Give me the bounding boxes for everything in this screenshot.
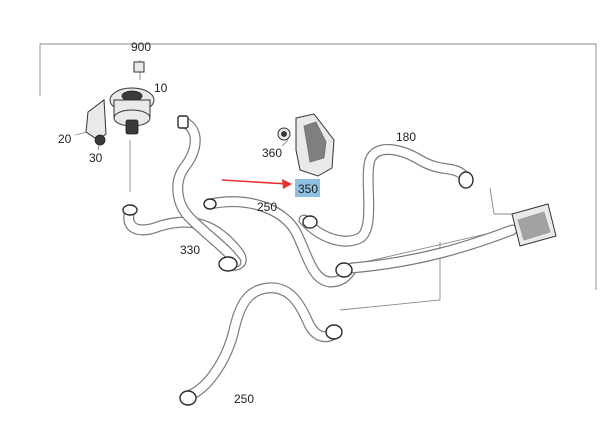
clamp — [302, 215, 318, 229]
clamp — [458, 171, 474, 189]
label-250-upper: 250 — [257, 200, 277, 214]
hose-180[interactable] — [298, 143, 468, 247]
clamp — [218, 256, 238, 272]
hose-250-upper[interactable] — [204, 196, 358, 288]
label-250-lower: 250 — [234, 392, 254, 406]
nut-30 — [94, 134, 106, 146]
clamps — [122, 115, 474, 406]
clamp — [122, 204, 138, 216]
hose-250-lower[interactable] — [182, 282, 340, 402]
bracket-350[interactable] — [295, 113, 335, 177]
label-180: 180 — [396, 130, 416, 144]
label-20: 20 — [58, 132, 72, 146]
clamp — [203, 198, 217, 210]
label-10: 10 — [154, 81, 168, 95]
clamp — [179, 390, 197, 406]
water-pump-10[interactable] — [85, 61, 155, 146]
label-360: 360 — [262, 146, 282, 160]
connector-900 — [133, 61, 145, 73]
pipe-to-exchanger[interactable] — [346, 224, 518, 274]
hose-upper-left[interactable] — [172, 116, 242, 268]
part-350-highlight — [295, 179, 320, 197]
label-30: 30 — [89, 151, 103, 165]
nut-360[interactable] — [277, 127, 291, 141]
pointer-arrow-head — [282, 179, 292, 189]
clamp — [335, 262, 353, 278]
heat-exchanger[interactable] — [511, 203, 557, 247]
clamp — [325, 324, 343, 340]
label-350: 350 — [298, 182, 318, 196]
leader-lines — [39, 43, 597, 311]
label-900: 900 — [131, 40, 151, 54]
pointer-arrow — [221, 179, 289, 185]
clamp — [177, 115, 189, 129]
label-330: 330 — [180, 243, 200, 257]
